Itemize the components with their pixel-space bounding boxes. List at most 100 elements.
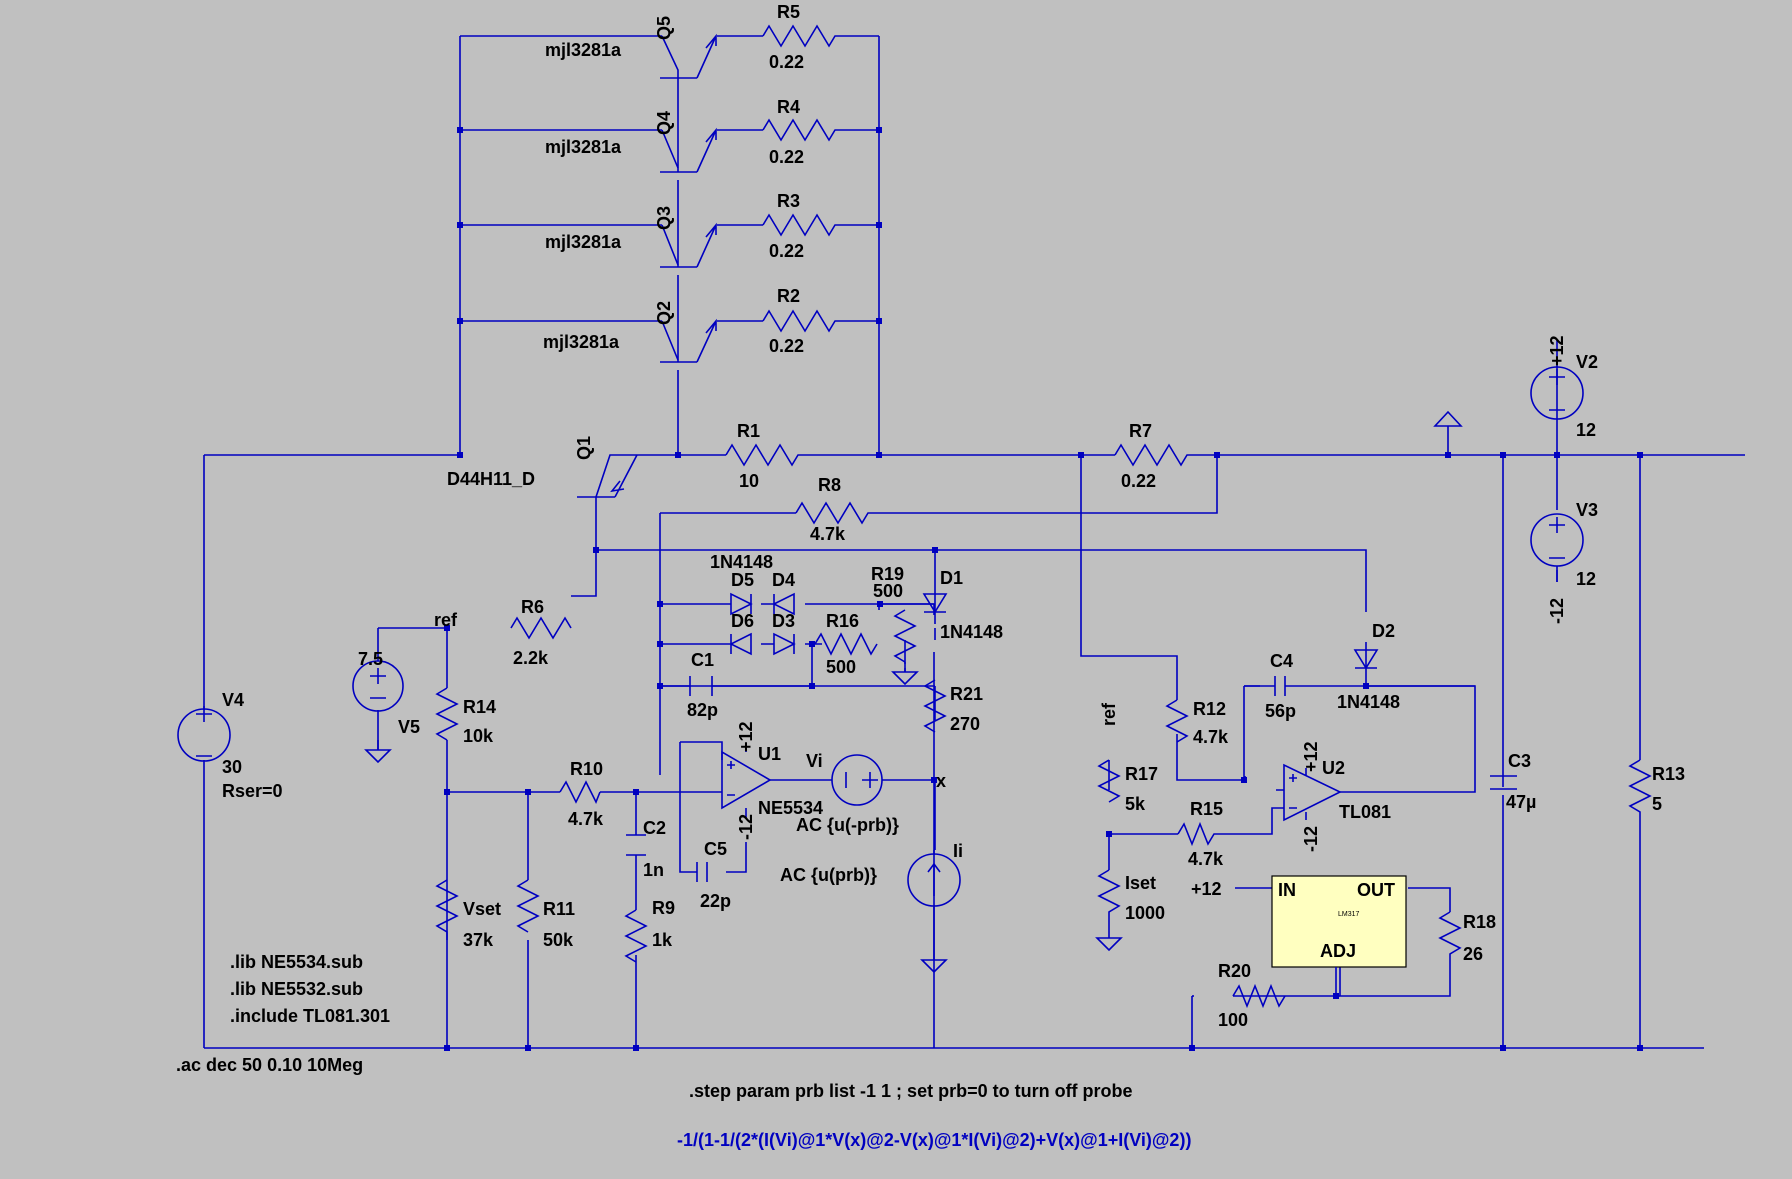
q1-model: D44H11_D bbox=[447, 469, 535, 489]
v3-node: -12 bbox=[1547, 598, 1567, 624]
net-ref-2: ref bbox=[1099, 702, 1119, 726]
directive-lib-ne5532: .lib NE5532.sub bbox=[230, 979, 363, 999]
v4-ref: V4 bbox=[222, 690, 244, 710]
u2-vneg: -12 bbox=[1301, 826, 1321, 852]
d3-ref: D3 bbox=[772, 611, 795, 631]
r10-value: 4.7k bbox=[568, 809, 604, 829]
r18-ref: R18 bbox=[1463, 912, 1496, 932]
v5-value: 7.5 bbox=[358, 649, 383, 669]
r16-value: 500 bbox=[826, 657, 856, 677]
c4-value: 56p bbox=[1265, 701, 1296, 721]
lm317-box bbox=[1271, 875, 1407, 968]
vi-value: AC {u(-prb)} bbox=[796, 815, 899, 835]
c3-value: 47µ bbox=[1506, 792, 1536, 812]
r18-value: 26 bbox=[1463, 944, 1483, 964]
r4-ref: R4 bbox=[777, 97, 800, 117]
d5-ref: D5 bbox=[731, 570, 754, 590]
v2-value: 12 bbox=[1576, 420, 1596, 440]
d1-ref: D1 bbox=[940, 568, 963, 588]
r2-value: 0.22 bbox=[769, 336, 804, 356]
c3-ref: C3 bbox=[1508, 751, 1531, 771]
r6-ref: R6 bbox=[521, 597, 544, 617]
u2-ref: U2 bbox=[1322, 758, 1345, 778]
r9-value: 1k bbox=[652, 930, 673, 950]
d2-model: 1N4148 bbox=[1337, 692, 1400, 712]
vi-ref: Vi bbox=[806, 751, 823, 771]
r17-ref: R17 bbox=[1125, 764, 1158, 784]
r1-ref: R1 bbox=[737, 421, 760, 441]
u3-in-supply: +12 bbox=[1191, 879, 1222, 899]
q3-model: mjl3281a bbox=[545, 232, 622, 252]
v3-value: 12 bbox=[1576, 569, 1596, 589]
q2-ref: Q2 bbox=[654, 301, 674, 325]
d6-ref: D6 bbox=[731, 611, 754, 631]
r14-value: 10k bbox=[463, 726, 494, 746]
u3-adj: ADJ bbox=[1320, 941, 1356, 961]
d45-model: 1N4148 bbox=[710, 552, 773, 572]
v5-ref: V5 bbox=[398, 717, 420, 737]
vset-value: 37k bbox=[463, 930, 494, 950]
iset-ref: Iset bbox=[1125, 873, 1156, 893]
r8-value: 4.7k bbox=[810, 524, 846, 544]
r10-ref: R10 bbox=[570, 759, 603, 779]
net-x: x bbox=[936, 771, 946, 791]
r19-ref: R19 bbox=[871, 564, 904, 584]
c5-value: 22p bbox=[700, 891, 731, 911]
v2-node: +12 bbox=[1547, 335, 1567, 366]
r12-value: 4.7k bbox=[1193, 727, 1229, 747]
v4-value: 30 bbox=[222, 757, 242, 777]
junction-dots bbox=[444, 127, 1643, 1051]
r15-value: 4.7k bbox=[1188, 849, 1224, 869]
vset-ref: Vset bbox=[463, 899, 501, 919]
r15-ref: R15 bbox=[1190, 799, 1223, 819]
r2-ref: R2 bbox=[777, 286, 800, 306]
c1-value: 82p bbox=[687, 700, 718, 720]
q5-model: mjl3281a bbox=[545, 40, 622, 60]
r9-ref: R9 bbox=[652, 898, 675, 918]
directive-lib-ne5534: .lib NE5534.sub bbox=[230, 952, 363, 972]
r17-value: 5k bbox=[1125, 794, 1146, 814]
formula-expression: -1/(1-1/(2*(I(Vi)@1*V(x)@2-V(x)@1*I(Vi)@… bbox=[677, 1130, 1191, 1150]
r14-ref: R14 bbox=[463, 697, 496, 717]
q2-model: mjl3281a bbox=[543, 332, 620, 352]
r7-ref: R7 bbox=[1129, 421, 1152, 441]
ii-ref: Ii bbox=[953, 841, 963, 861]
resistors bbox=[435, 24, 1652, 1009]
v2-ref: V2 bbox=[1576, 352, 1598, 372]
q3-ref: Q3 bbox=[654, 206, 674, 230]
r5-ref: R5 bbox=[777, 2, 800, 22]
net-ref-1: ref bbox=[434, 610, 458, 630]
u2-model: TL081 bbox=[1339, 802, 1391, 822]
u1-ref: U1 bbox=[758, 744, 781, 764]
directive-step: .step param prb list -1 1 ; set prb=0 to… bbox=[689, 1081, 1133, 1101]
directive-ac: .ac dec 50 0.10 10Meg bbox=[176, 1055, 363, 1075]
q4-ref: Q4 bbox=[654, 111, 674, 135]
d4-ref: D4 bbox=[772, 570, 795, 590]
r13-ref: R13 bbox=[1652, 764, 1685, 784]
u1-model: NE5534 bbox=[758, 798, 823, 818]
transistors bbox=[577, 33, 717, 500]
r3-value: 0.22 bbox=[769, 241, 804, 261]
labels: Q5 Q4 Q3 Q2 Q1 mjl3281a mjl3281a mjl3281… bbox=[176, 2, 1685, 1150]
sources bbox=[177, 340, 1584, 907]
opamps bbox=[721, 744, 1342, 822]
u3-out: OUT bbox=[1357, 880, 1395, 900]
r20-value: 100 bbox=[1218, 1010, 1248, 1030]
r11-value: 50k bbox=[543, 930, 574, 950]
v4-rser: Rser=0 bbox=[222, 781, 283, 801]
u1-vpos: +12 bbox=[736, 721, 756, 752]
r7-value: 0.22 bbox=[1121, 471, 1156, 491]
d1-model: 1N4148 bbox=[940, 622, 1003, 642]
r20-ref: R20 bbox=[1218, 961, 1251, 981]
r11-ref: R11 bbox=[543, 899, 575, 919]
c5-ref: C5 bbox=[704, 839, 727, 859]
r5-value: 0.22 bbox=[769, 52, 804, 72]
u3-in: IN bbox=[1278, 880, 1296, 900]
d2-ref: D2 bbox=[1372, 621, 1395, 641]
directive-include-tl081: .include TL081.301 bbox=[230, 1006, 390, 1026]
q4-model: mjl3281a bbox=[545, 137, 622, 157]
r16-ref: R16 bbox=[826, 611, 859, 631]
r19-value: 500 bbox=[873, 581, 903, 601]
r3-ref: R3 bbox=[777, 191, 800, 211]
